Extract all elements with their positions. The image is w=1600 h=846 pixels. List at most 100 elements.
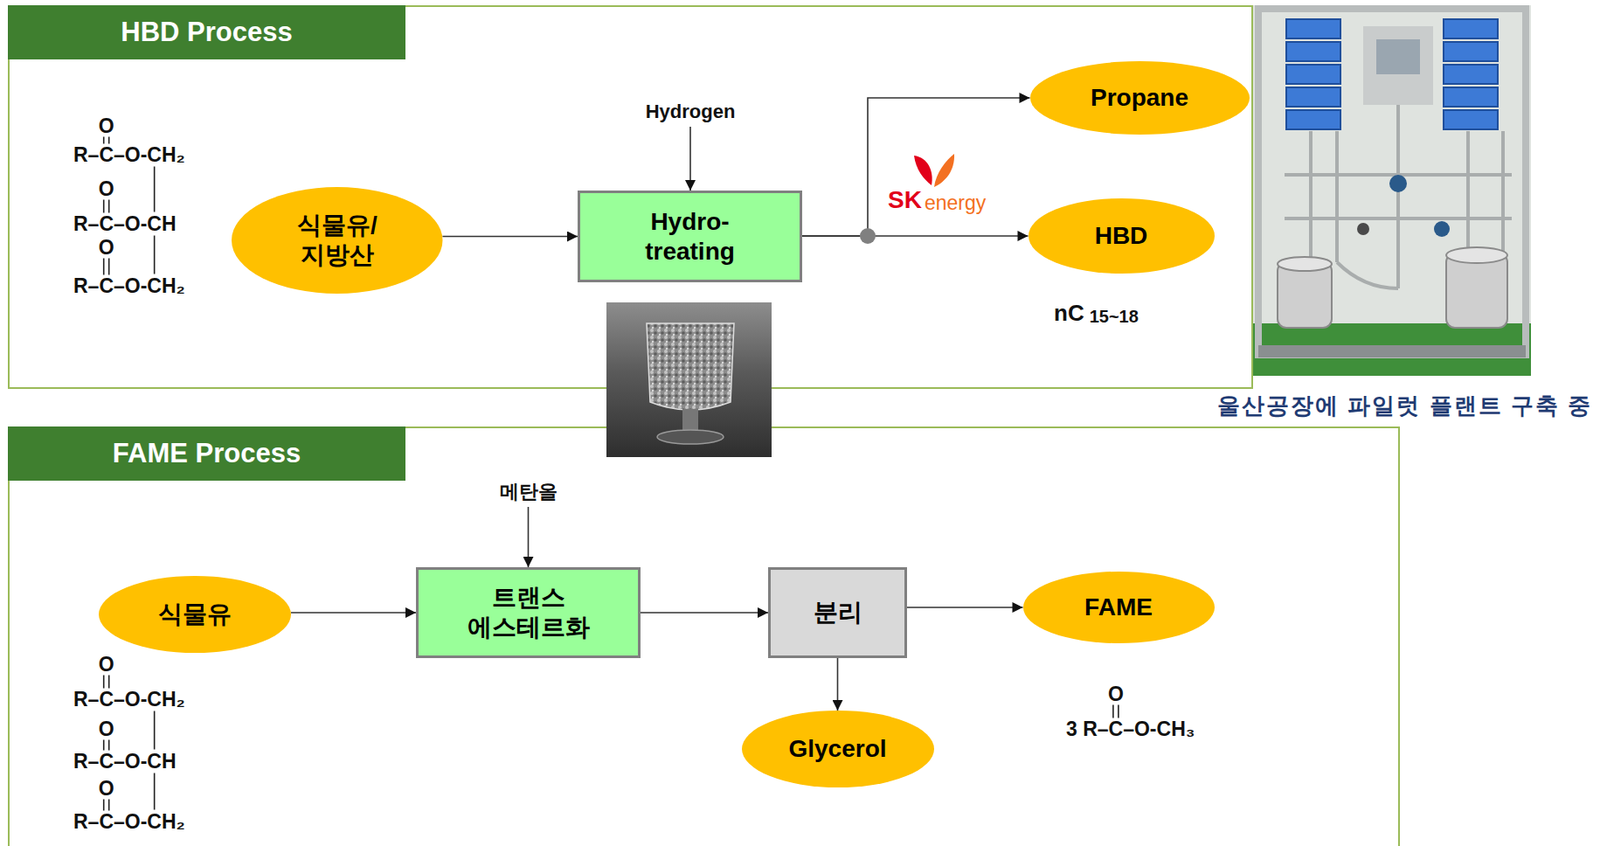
ellipse-fill: [1028, 198, 1215, 274]
double-bond: [108, 740, 111, 751]
ellipse-fill: [1030, 61, 1250, 135]
pilot-plant-photo: [1335, 131, 1339, 263]
product-ellipse: FAME: [1023, 571, 1215, 644]
chem-formula: O: [98, 116, 115, 137]
separation-box: 분리: [768, 567, 908, 659]
catalyst-photo: [646, 323, 735, 410]
chem-formula: R–C–O-CH: [73, 214, 177, 235]
input-label: Hydrogen: [645, 102, 736, 122]
double-bond: [103, 740, 105, 751]
flow-arrow: [907, 606, 1024, 609]
single-bond: [153, 711, 156, 750]
pilot-plant-photo: [1286, 19, 1498, 130]
pilot-plant-photo: [1284, 216, 1512, 221]
pilot-plant-photo: [1501, 131, 1505, 254]
catalyst-photo: [606, 302, 772, 458]
double-bond: [1117, 705, 1120, 719]
pilot-plant-photo: [1309, 131, 1313, 263]
double-bond: [108, 675, 111, 689]
double-bond: [108, 137, 111, 145]
single-bond: [153, 166, 156, 213]
feed-ellipse: 식물유: [98, 575, 291, 653]
double-bond: [103, 675, 105, 689]
flow-arrow: [290, 611, 416, 614]
carbon-range: 15~18: [1089, 307, 1139, 326]
chem-formula: O: [1108, 684, 1124, 705]
pilot-plant-photo: [1363, 26, 1434, 105]
pilot-plant-photo: [1389, 174, 1407, 193]
node-label: Propane: [1090, 83, 1189, 113]
pilot-plant-photo: [1253, 5, 1531, 376]
process-panel: FAME Process 식물유 트랜스 에스테르화 분리 FAME Glycerol: [7, 426, 1400, 846]
feed-arrow: [689, 126, 692, 191]
catalyst-photo: [682, 408, 699, 432]
chem-formula: O: [98, 654, 115, 675]
pilot-plant-photo: [1277, 262, 1332, 328]
process-box: Hydro- treating: [577, 190, 803, 283]
pilot-plant-photo: [1443, 41, 1498, 62]
photo-caption: 울산공장에 파일럿 플랜트 구축 중: [1217, 394, 1593, 417]
sk-logo-mark: [934, 153, 955, 188]
node-label: HBD: [1094, 221, 1149, 251]
pilot-plant-photo: [1443, 87, 1498, 107]
byproduct-ellipse: Glycerol: [741, 710, 935, 788]
ellipse-outline: [231, 187, 444, 294]
flow-arrow: [837, 658, 839, 711]
double-bond: [108, 258, 111, 276]
chem-formula: R–C–O-CH₂: [73, 276, 186, 297]
company-logo: energy: [924, 193, 986, 214]
pilot-plant-photo: [1376, 39, 1420, 75]
node-label: Hydro- treating: [629, 207, 752, 266]
double-bond: [103, 258, 105, 276]
product-ellipse: HBD: [1028, 198, 1215, 274]
pilot-plant-photo: [1286, 87, 1341, 107]
pilot-plant-photo: [1286, 19, 1341, 39]
process-panel: HBD Process식물유/ 지방산Hydro- treatingPropan…: [7, 5, 1254, 389]
pilot-plant-photo: [1446, 253, 1508, 328]
pilot-plant-photo: [1357, 222, 1370, 236]
sk-logo-mark: [914, 155, 933, 186]
panel-header: HBD Process: [7, 5, 406, 60]
panel-outline: [8, 427, 1400, 846]
chem-formula: R–C–O-CH: [73, 751, 177, 772]
chem-formula: R–C–O-CH₂: [73, 811, 186, 832]
double-bond: [108, 799, 111, 811]
company-logo: SK: [887, 187, 922, 213]
process-box: 트랜스 에스테르화: [415, 567, 641, 659]
ellipse-fill: [98, 575, 291, 653]
product-ellipse: Propane: [1030, 61, 1250, 135]
node-label: FAME: [1084, 592, 1153, 623]
pilot-plant-photo: [1443, 19, 1498, 39]
flow-arrow: [802, 97, 1031, 236]
chem-formula: 3 R–C–O-CH₃: [1066, 719, 1195, 740]
panel-header: FAME Process: [7, 426, 406, 481]
double-bond: [103, 799, 105, 811]
double-bond: [1112, 705, 1115, 719]
double-bond: [108, 200, 111, 214]
chem-formula: O: [98, 237, 115, 258]
chem-formula: R–C–O-CH₂: [73, 145, 186, 166]
pilot-plant-photo: [1286, 41, 1341, 62]
junction-dot: [859, 228, 876, 244]
catalyst-photo: [657, 429, 724, 444]
node-label: Glycerol: [788, 734, 887, 764]
chem-formula: R–C–O-CH₂: [73, 689, 186, 710]
double-bond: [103, 200, 105, 214]
pilot-plant-photo: [1433, 221, 1450, 237]
flow-arrow: [442, 235, 578, 238]
feed-arrow: [527, 506, 530, 568]
pilot-plant-photo: [1253, 323, 1531, 376]
node-label: 식물유: [158, 599, 232, 630]
pilot-plant-photo: [1253, 5, 1531, 376]
catalyst-photo: [606, 302, 772, 458]
flow-arrow: [802, 235, 1029, 237]
pilot-plant-photo: [1336, 262, 1399, 289]
chem-formula: O: [98, 179, 115, 200]
flow-arrow: [640, 611, 769, 614]
pilot-plant-photo: [1277, 256, 1332, 271]
ellipse-fill: [741, 710, 935, 788]
carbon-range: nC: [1053, 301, 1085, 325]
node-label: 분리: [813, 597, 863, 628]
pilot-plant-photo: [1446, 247, 1508, 264]
